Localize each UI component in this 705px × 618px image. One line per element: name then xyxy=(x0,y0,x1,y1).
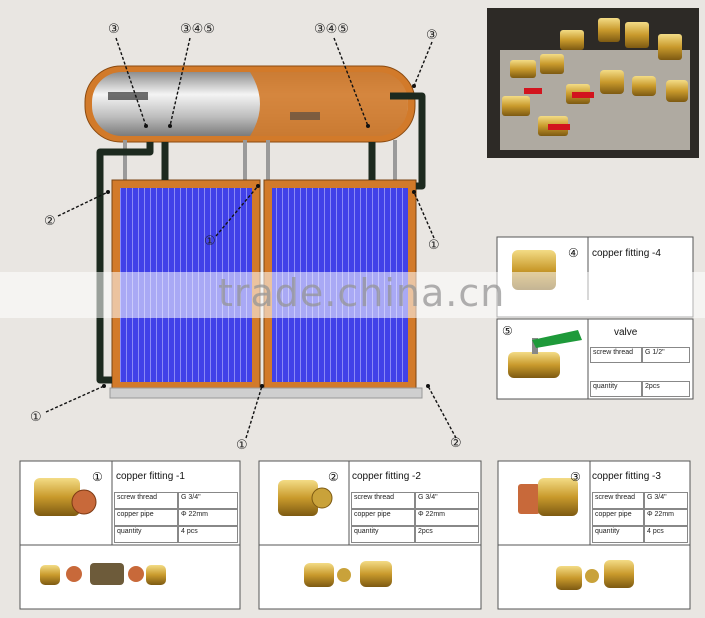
fitting3-row1-value: G 3/4" xyxy=(644,492,688,509)
fitting2-title: copper fitting -2 xyxy=(352,471,421,482)
callout-top-far-right: ③ xyxy=(426,28,438,43)
valve-number: ⑤ xyxy=(502,324,513,338)
callout-center: ① xyxy=(204,234,216,249)
fitting1-row2-value: Φ 22mm xyxy=(178,509,238,526)
valve-row2-label: quantity xyxy=(590,381,642,397)
callout-top-mid: ③④⑤ xyxy=(180,22,215,37)
water-tank xyxy=(84,65,416,143)
valve-title: valve xyxy=(614,327,638,338)
fitting2-row3-value: 2pcs xyxy=(415,526,479,543)
callout-bottom-right: ② xyxy=(450,436,462,451)
fitting4-number: ④ xyxy=(568,246,579,260)
callout-bottom-mid: ① xyxy=(236,438,248,453)
fitting2-row3-label: quantity xyxy=(351,526,415,543)
fitting3-row2-value: Φ 22mm xyxy=(644,509,688,526)
pipes xyxy=(96,92,426,384)
fitting2-row1-label: screw thread xyxy=(351,492,415,509)
watermark-band xyxy=(0,272,705,318)
callout-top-right: ③④⑤ xyxy=(314,22,349,37)
watermark-text: trade.china.cn xyxy=(218,271,506,315)
valve-row2-value: 2pcs xyxy=(642,381,690,397)
fitting1-row1-label: screw thread xyxy=(114,492,178,509)
fitting1-row3-label: quantity xyxy=(114,526,178,543)
callout-top-left: ③ xyxy=(108,22,120,37)
fitting2-row1-value: G 3/4" xyxy=(415,492,479,509)
fitting3-title: copper fitting -3 xyxy=(592,471,661,482)
valve-row1-label: screw thread xyxy=(590,347,642,363)
fitting2-row2-value: Φ 22mm xyxy=(415,509,479,526)
fitting3-row3-label: quantity xyxy=(592,526,644,543)
fitting3-row3-value: 4 pcs xyxy=(644,526,688,543)
fitting4-title: copper fitting -4 xyxy=(592,248,661,259)
fittings-photo xyxy=(487,8,699,158)
valve-row1-value: G 1/2" xyxy=(642,347,690,363)
fitting3-row1-label: screw thread xyxy=(592,492,644,509)
callout-right: ① xyxy=(428,238,440,253)
arrow-heads xyxy=(102,84,430,388)
fitting1-title: copper fitting -1 xyxy=(116,471,185,482)
fitting3-row2-label: copper pipe xyxy=(592,509,644,526)
callout-bottom-left: ① xyxy=(30,410,42,425)
fitting2-row2-label: copper pipe xyxy=(351,509,415,526)
fitting1-row2-label: copper pipe xyxy=(114,509,178,526)
callout-left: ② xyxy=(44,214,56,229)
tank-stands xyxy=(123,140,397,182)
leader-arrows xyxy=(45,37,457,439)
fitting1-row3-value: 4 pcs xyxy=(178,526,238,543)
fitting3-number: ③ xyxy=(570,470,581,484)
panel-base-rail xyxy=(109,387,423,399)
fitting1-number: ① xyxy=(92,470,103,484)
fitting2-number: ② xyxy=(328,470,339,484)
fitting1-row1-value: G 3/4" xyxy=(178,492,238,509)
